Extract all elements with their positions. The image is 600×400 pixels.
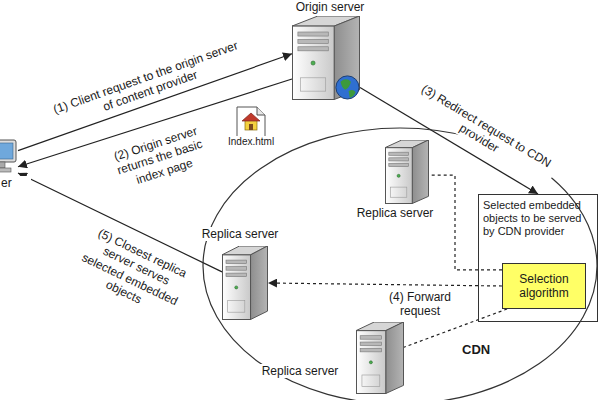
html-file: Index.html bbox=[228, 106, 292, 154]
vent-panel bbox=[300, 78, 325, 91]
replica-server: Replica server bbox=[250, 320, 410, 398]
drive-bay bbox=[226, 267, 247, 271]
drive-bay bbox=[226, 273, 247, 277]
server-side bbox=[412, 140, 428, 204]
drive-bay bbox=[298, 39, 328, 43]
server-front bbox=[357, 331, 386, 394]
power-light bbox=[235, 286, 238, 289]
server-icon bbox=[292, 16, 360, 100]
server-label: Replica server bbox=[250, 364, 350, 378]
algorithm-box: Selection algorithm bbox=[502, 263, 586, 309]
globe-land bbox=[349, 90, 356, 98]
globe-land bbox=[341, 79, 351, 89]
origin-server: Origin server bbox=[280, 0, 380, 102]
server-icon bbox=[222, 246, 268, 320]
server-label: Replica server bbox=[188, 227, 292, 241]
dotted-connector bbox=[268, 283, 502, 286]
screen bbox=[0, 143, 13, 159]
note-box: Selected embedded objects to be served b… bbox=[478, 194, 598, 322]
monitor-base bbox=[0, 168, 11, 172]
monitor-stand bbox=[0, 162, 5, 168]
drive-bay bbox=[389, 152, 409, 155]
server-body bbox=[222, 246, 268, 320]
house-roof bbox=[242, 113, 260, 121]
monitor bbox=[0, 140, 16, 162]
file-name: Index.html bbox=[228, 136, 288, 148]
drive-bay bbox=[389, 158, 409, 161]
step-label: (2) Origin server returns the basic inde… bbox=[97, 119, 223, 196]
server-side bbox=[334, 16, 359, 100]
power-light bbox=[369, 361, 372, 364]
replica-server: Replica server bbox=[340, 138, 450, 224]
algorithm-label: Selection algorithm bbox=[505, 272, 583, 301]
note-text: Selected embedded objects to be served b… bbox=[483, 199, 593, 239]
drive-bay bbox=[226, 260, 247, 264]
drive-bay bbox=[298, 47, 328, 51]
power-light bbox=[311, 61, 315, 65]
server-label: Replica server bbox=[340, 206, 450, 220]
server-body bbox=[292, 16, 360, 100]
client-label: er bbox=[1, 176, 31, 190]
client-icon bbox=[0, 138, 18, 174]
power-light bbox=[397, 174, 400, 177]
client-computer: er bbox=[0, 136, 40, 200]
globe-sea bbox=[336, 76, 359, 99]
replica-server: Replica server bbox=[188, 227, 292, 323]
page-fold bbox=[257, 107, 265, 115]
drive-bay bbox=[360, 342, 381, 345]
drive-bay bbox=[389, 163, 409, 166]
drive-bay bbox=[360, 336, 381, 339]
server-body bbox=[356, 322, 404, 394]
server-side bbox=[386, 322, 404, 394]
server-side bbox=[251, 246, 268, 320]
step-label: (5) Closest replica server serves select… bbox=[67, 221, 198, 324]
step-label: (4) Forward request bbox=[380, 290, 460, 319]
region-label: CDN bbox=[462, 342, 506, 358]
house-body bbox=[245, 120, 257, 130]
vent-panel bbox=[362, 375, 380, 386]
vent-panel bbox=[228, 300, 245, 312]
server-front bbox=[223, 255, 251, 320]
step-label: (1) Client request to the origin server … bbox=[44, 35, 252, 132]
server-body bbox=[385, 140, 429, 204]
house-door bbox=[249, 124, 253, 130]
server-front bbox=[293, 26, 335, 99]
globe-icon bbox=[336, 76, 359, 99]
server-icon bbox=[356, 322, 404, 394]
server-front bbox=[386, 148, 413, 204]
server-label: Origin server bbox=[280, 0, 380, 14]
drive-bay bbox=[298, 32, 328, 36]
server-icon bbox=[385, 140, 429, 204]
vent-panel bbox=[390, 187, 406, 197]
drive-bay bbox=[360, 348, 381, 351]
